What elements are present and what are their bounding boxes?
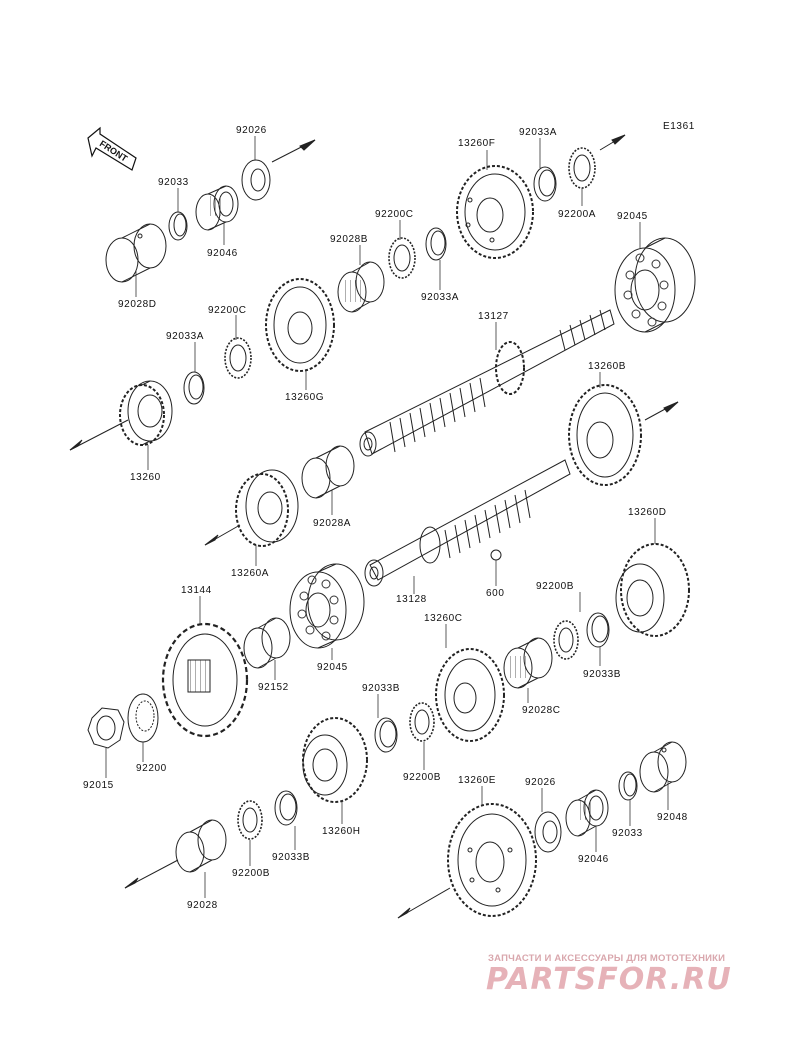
label-13260: 13260 [130,472,161,483]
axis-line-left-mid [204,524,241,546]
label-92033A-mid: 92033A [421,292,460,303]
part-92028A[interactable] [301,445,355,499]
label-92200B-right: 92200B [536,581,575,592]
part-92200C-top[interactable] [388,237,416,279]
part-92200B-right[interactable] [553,620,579,660]
label-92028D: 92028D [118,299,157,310]
part-92033B-low[interactable] [274,790,298,826]
label-13128: 13128 [396,594,427,605]
watermark-brand-logo[interactable]: PARTSFOR.RU [486,962,732,997]
part-92033-low[interactable] [618,771,638,801]
part-92028[interactable] [175,819,227,873]
label-92028A: 92028A [313,518,352,529]
label-600: 600 [486,588,505,599]
label-92200: 92200 [136,763,167,774]
part-92200C-left[interactable] [224,337,252,379]
part-92033B-right[interactable] [586,612,610,648]
label-13260A: 13260A [231,568,270,579]
part-92033-top[interactable] [168,211,188,241]
shaft-13128[interactable] [364,459,571,587]
gear-13260D[interactable] [615,543,690,637]
shaft-13127[interactable] [359,309,615,457]
label-92200A: 92200A [558,209,597,220]
part-92028B[interactable] [337,261,385,313]
label-92045-mid: 92045 [317,662,348,673]
label-92033B-low: 92033B [272,852,311,863]
gear-13260[interactable] [119,380,173,446]
front-arrow-icon: FRONT [87,126,137,171]
label-92200B-low: 92200B [232,868,271,879]
label-13260F: 13260F [458,138,496,149]
part-92152[interactable] [243,617,291,669]
part-92026-top[interactable] [241,159,271,201]
bearing-92045-mid[interactable] [289,563,365,649]
part-92048[interactable] [639,741,687,793]
gear-13260G[interactable] [265,278,335,372]
label-92046-low: 92046 [578,854,609,865]
label-92046-top: 92046 [207,248,238,259]
label-13260H: 13260H [322,826,361,837]
gear-13260A[interactable] [235,469,299,547]
label-13127: 13127 [478,311,509,322]
label-92033A-top: 92033A [519,127,558,138]
label-92200C-left: 92200C [208,305,247,316]
bearing-92045-top[interactable] [614,237,696,333]
gear-13260E[interactable] [447,803,537,917]
label-92015: 92015 [83,780,114,791]
label-13260D: 13260D [628,507,667,518]
part-92033A-left[interactable] [183,371,205,405]
label-92045-top: 92045 [617,211,648,222]
label-92033-low: 92033 [612,828,643,839]
diagram-code: E1361 [663,121,695,132]
label-92026-top: 92026 [236,125,267,136]
label-92200C-top: 92200C [375,209,414,220]
part-92046-low[interactable] [565,789,609,837]
part-92200B-low[interactable] [237,800,263,840]
label-92152: 92152 [258,682,289,693]
part-92046-top[interactable] [195,185,239,231]
part-92033A-mid[interactable] [425,227,447,261]
axis-line-upper [69,134,626,451]
label-13144: 13144 [181,585,212,596]
axis-line-lower-left [124,859,179,889]
label-13260G: 13260G [285,392,325,403]
gear-13260H[interactable] [302,717,368,803]
label-92033A-left: 92033A [166,331,205,342]
label-92033B-mid: 92033B [362,683,401,694]
part-92026-low[interactable] [534,811,562,853]
axis-line-lower-mid [397,887,451,919]
gear-13260B[interactable] [568,384,642,486]
label-92028: 92028 [187,900,218,911]
label-92033B-right: 92033B [583,669,622,680]
label-13260E: 13260E [458,775,497,786]
axis-line-mid [644,401,679,421]
part-92200A[interactable] [568,147,596,189]
part-92200B-mid[interactable] [409,702,435,742]
label-92200B-mid: 92200B [403,772,442,783]
gear-13260C[interactable] [435,648,505,742]
label-92033-top: 92033 [158,177,189,188]
washer-92200[interactable] [127,693,159,743]
part-92033B-mid[interactable] [374,717,398,753]
gear-13260F[interactable] [456,165,534,259]
label-92026-low: 92026 [525,777,556,788]
label-92028B: 92028B [330,234,369,245]
label-92028C: 92028C [522,705,561,716]
part-92033A-top[interactable] [533,166,557,202]
watermark-tagline: ЗАПЧАСТИ И АКСЕССУАРЫ ДЛЯ МОТОТЕХНИКИ [488,953,726,964]
part-92028C[interactable] [503,637,553,689]
label-13260B: 13260B [588,361,627,372]
sprocket-13144[interactable] [161,622,249,738]
label-13260C: 13260C [424,613,463,624]
label-92048: 92048 [657,812,688,823]
leader-lines [105,136,669,898]
part-600[interactable] [490,549,502,561]
nut-92015[interactable] [87,707,125,749]
